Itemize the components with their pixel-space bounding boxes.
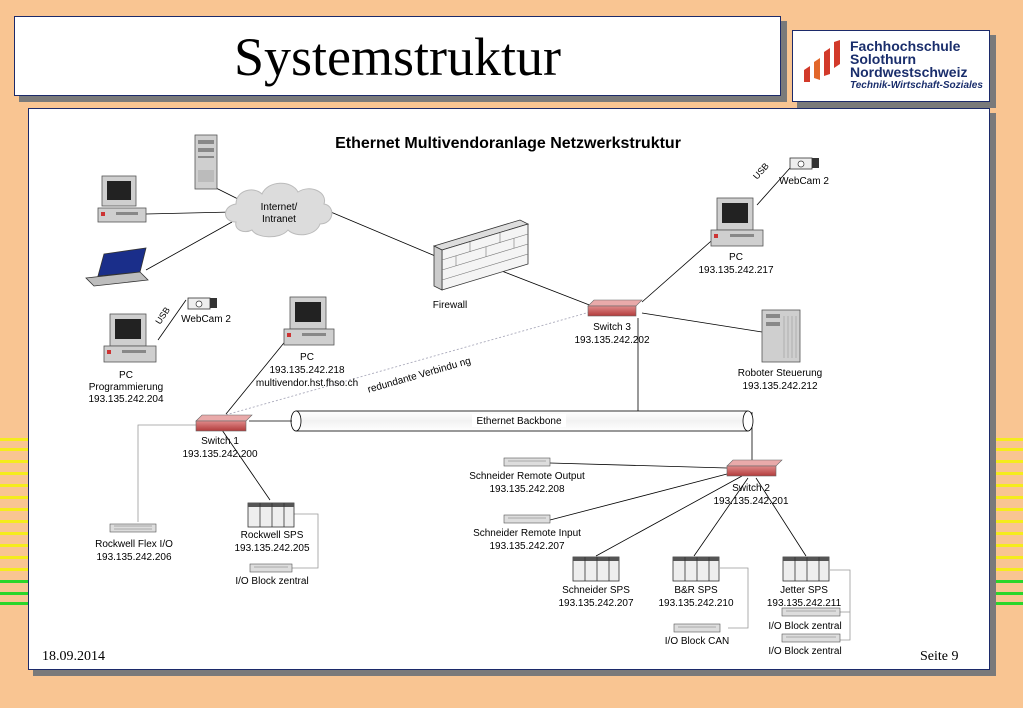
rockwell-io-block-icon bbox=[249, 563, 293, 573]
webcam-top-label: WebCam 2 bbox=[779, 176, 829, 187]
server-icon bbox=[194, 134, 218, 190]
pc-prog-icon bbox=[103, 313, 157, 363]
jetter-io-block-2-icon bbox=[781, 633, 841, 643]
title-box: Systemstruktur bbox=[14, 16, 781, 96]
schneider-in-name: Schneider Remote Input bbox=[473, 528, 581, 539]
pc-prog-role: Programmierung bbox=[89, 382, 163, 393]
firewall-icon bbox=[432, 219, 530, 291]
rockwell-flex-name: Rockwell Flex I/O bbox=[95, 539, 173, 550]
pc-prog-ip: 193.135.242.204 bbox=[88, 394, 164, 405]
schneider-out-icon bbox=[503, 457, 551, 467]
br-sps-icon bbox=[672, 556, 720, 582]
jetter-io-block-1-icon bbox=[781, 607, 841, 617]
logo-line-1: Fachhochschule bbox=[850, 38, 961, 54]
schneider-sps-name: Schneider SPS bbox=[562, 585, 630, 596]
switch3-name: Switch 3 bbox=[593, 322, 631, 333]
desktop-pc-icon bbox=[97, 175, 147, 223]
io-bus-lines bbox=[137, 424, 851, 641]
switch2-ip: 193.135.242.201 bbox=[713, 496, 789, 507]
rockwell-sps-name: Rockwell SPS bbox=[241, 530, 304, 541]
logo-line-3: Nordwestschweiz bbox=[850, 64, 968, 80]
br-sps-name: B&R SPS bbox=[674, 585, 718, 596]
rockwell-flex-ip: 193.135.242.206 bbox=[96, 552, 172, 563]
logo-text: Fachhochschule Solothurn Nordwestschweiz… bbox=[850, 38, 983, 92]
webcam-left-label: WebCam 2 bbox=[181, 314, 231, 325]
br-io-label: I/O Block CAN bbox=[665, 636, 729, 647]
robot-controller-icon bbox=[761, 309, 801, 363]
footer-date: 18.09.2014 bbox=[42, 649, 105, 664]
footer-page: Seite 9 bbox=[920, 649, 959, 664]
pc-mv-host: multivendor.hst.fhso.ch bbox=[256, 378, 358, 389]
jetter-sps-ip: 193.135.242.211 bbox=[767, 598, 842, 609]
logo-mark-icon bbox=[804, 40, 840, 82]
cloud-icon bbox=[225, 182, 333, 238]
pc-mv-name: PC bbox=[300, 352, 314, 363]
switch3-ip: 193.135.242.202 bbox=[574, 335, 650, 346]
robot-ip: 193.135.242.212 bbox=[742, 381, 818, 392]
page-title: Systemstruktur bbox=[233, 27, 561, 87]
pc-top-ip: 193.135.242.217 bbox=[698, 265, 774, 276]
webcam-left-icon bbox=[187, 297, 217, 310]
redundant-label: redundante Verbindu ng bbox=[366, 356, 472, 396]
schneider-in-icon bbox=[503, 514, 551, 524]
pc-top-icon bbox=[710, 197, 764, 247]
schneider-out-name: Schneider Remote Output bbox=[469, 471, 585, 482]
backbone-label: Ethernet Backbone bbox=[476, 416, 561, 427]
schneider-sps-icon bbox=[572, 556, 620, 582]
schneider-sps-ip: 193.135.242.207 bbox=[558, 598, 634, 609]
rockwell-sps-icon bbox=[247, 502, 295, 528]
schneider-in-ip: 193.135.242.207 bbox=[489, 541, 565, 552]
redundant-link bbox=[221, 311, 591, 417]
usb-label-top: USB bbox=[751, 161, 771, 181]
cloud-label-1: Internet/ bbox=[261, 202, 298, 213]
usb-label-left: USB bbox=[153, 305, 172, 326]
jetter-io-label-1: I/O Block zentral bbox=[768, 621, 841, 632]
switch3-icon bbox=[587, 299, 643, 317]
jetter-io-label-2: I/O Block zentral bbox=[768, 646, 841, 657]
main-content-box bbox=[28, 108, 990, 670]
cloud-label-2: Intranet bbox=[262, 214, 296, 225]
rockwell-io-label: I/O Block zentral bbox=[235, 576, 308, 587]
schneider-out-ip: 193.135.242.208 bbox=[489, 484, 565, 495]
logo-line-4: Technik-Wirtschaft-Soziales bbox=[850, 80, 983, 91]
robot-name: Roboter Steuerung bbox=[738, 368, 823, 379]
switch1-icon bbox=[195, 414, 253, 432]
pc-mv-ip: 193.135.242.218 bbox=[269, 365, 345, 376]
br-sps-ip: 193.135.242.210 bbox=[658, 598, 734, 609]
firewall-label: Firewall bbox=[433, 300, 467, 311]
rockwell-sps-ip: 193.135.242.205 bbox=[234, 543, 310, 554]
diagram-title: Ethernet Multivendoranlage Netzwerkstruk… bbox=[335, 135, 681, 152]
switch2-icon bbox=[726, 459, 783, 477]
pc-mv-icon bbox=[283, 296, 335, 346]
rockwell-flex-icon bbox=[109, 523, 157, 533]
pc-top-name: PC bbox=[729, 252, 743, 263]
switch2-name: Switch 2 bbox=[732, 483, 770, 494]
logo-line-2: Solothurn bbox=[850, 51, 917, 67]
connection-lines bbox=[145, 167, 807, 557]
pc-prog-name: PC bbox=[119, 370, 133, 381]
webcam-top-icon bbox=[789, 157, 819, 170]
backbone-label-bg bbox=[472, 414, 566, 427]
jetter-sps-name: Jetter SPS bbox=[780, 585, 828, 596]
laptop-icon bbox=[85, 247, 149, 287]
switch1-ip: 193.135.242.200 bbox=[182, 449, 258, 460]
br-io-block-icon bbox=[673, 623, 721, 633]
jetter-sps-icon bbox=[782, 556, 830, 582]
switch1-name: Switch 1 bbox=[201, 436, 239, 447]
